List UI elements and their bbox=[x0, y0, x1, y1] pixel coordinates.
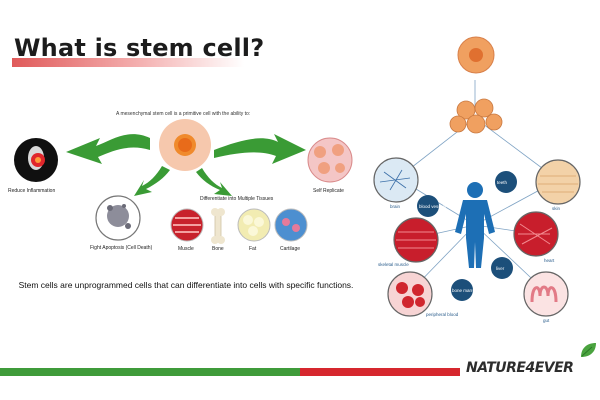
label-peripheral-blood: peripheral blood bbox=[426, 312, 459, 317]
label-cartilage: Cartilage bbox=[280, 246, 301, 252]
label-reduce-inflammation: Reduce Inflammation bbox=[8, 188, 56, 194]
cell-cluster-image bbox=[449, 98, 503, 134]
intro-caption: A mesenchymal stem cell is a primitive c… bbox=[116, 111, 251, 117]
label-differentiate: Differentiate into Multiple Tissues bbox=[200, 196, 274, 202]
arrow-down-left-icon bbox=[134, 166, 170, 196]
label-teeth: teeth bbox=[497, 180, 508, 185]
label-muscle: Muscle bbox=[178, 246, 194, 252]
arrow-left-icon bbox=[66, 134, 150, 164]
label-bubbles bbox=[417, 171, 517, 301]
peripheral-blood-image bbox=[387, 271, 433, 317]
gut-tissue-image bbox=[523, 271, 569, 317]
label-heart: heart bbox=[544, 258, 555, 263]
page-title: What is stem cell? bbox=[14, 34, 265, 62]
label-gut: gut bbox=[543, 318, 550, 323]
arrow-right-icon bbox=[214, 134, 306, 164]
cartilage-image bbox=[274, 208, 308, 242]
label-fat: Fat bbox=[249, 246, 257, 252]
arrow-down-right-icon bbox=[196, 168, 232, 196]
label-fight-apoptosis: Fight Apoptosis (Cell Death) bbox=[90, 245, 153, 251]
body-text: Stem cells are unprogrammed cells that c… bbox=[18, 280, 354, 290]
human-body-icon bbox=[455, 182, 495, 268]
skin-tissue-image bbox=[535, 159, 581, 205]
label-skeletal-muscle: skeletal muscle bbox=[378, 262, 409, 267]
footer-bar-red bbox=[300, 368, 460, 376]
brand-logo: NATURE4EVER bbox=[466, 360, 574, 376]
leaf-icon bbox=[581, 343, 596, 357]
label-bone-marrow: bone marrow bbox=[452, 288, 479, 293]
footer-bar-green bbox=[0, 368, 300, 376]
label-self-replicate: Self Replicate bbox=[313, 188, 344, 194]
label-skin: skin bbox=[552, 206, 561, 211]
title-underline-bar bbox=[12, 58, 244, 67]
label-liver: liver bbox=[496, 266, 505, 271]
label-blood-vessels: blood vessels bbox=[419, 204, 447, 209]
label-brain: brain bbox=[390, 204, 401, 209]
label-bone: Bone bbox=[212, 246, 224, 252]
